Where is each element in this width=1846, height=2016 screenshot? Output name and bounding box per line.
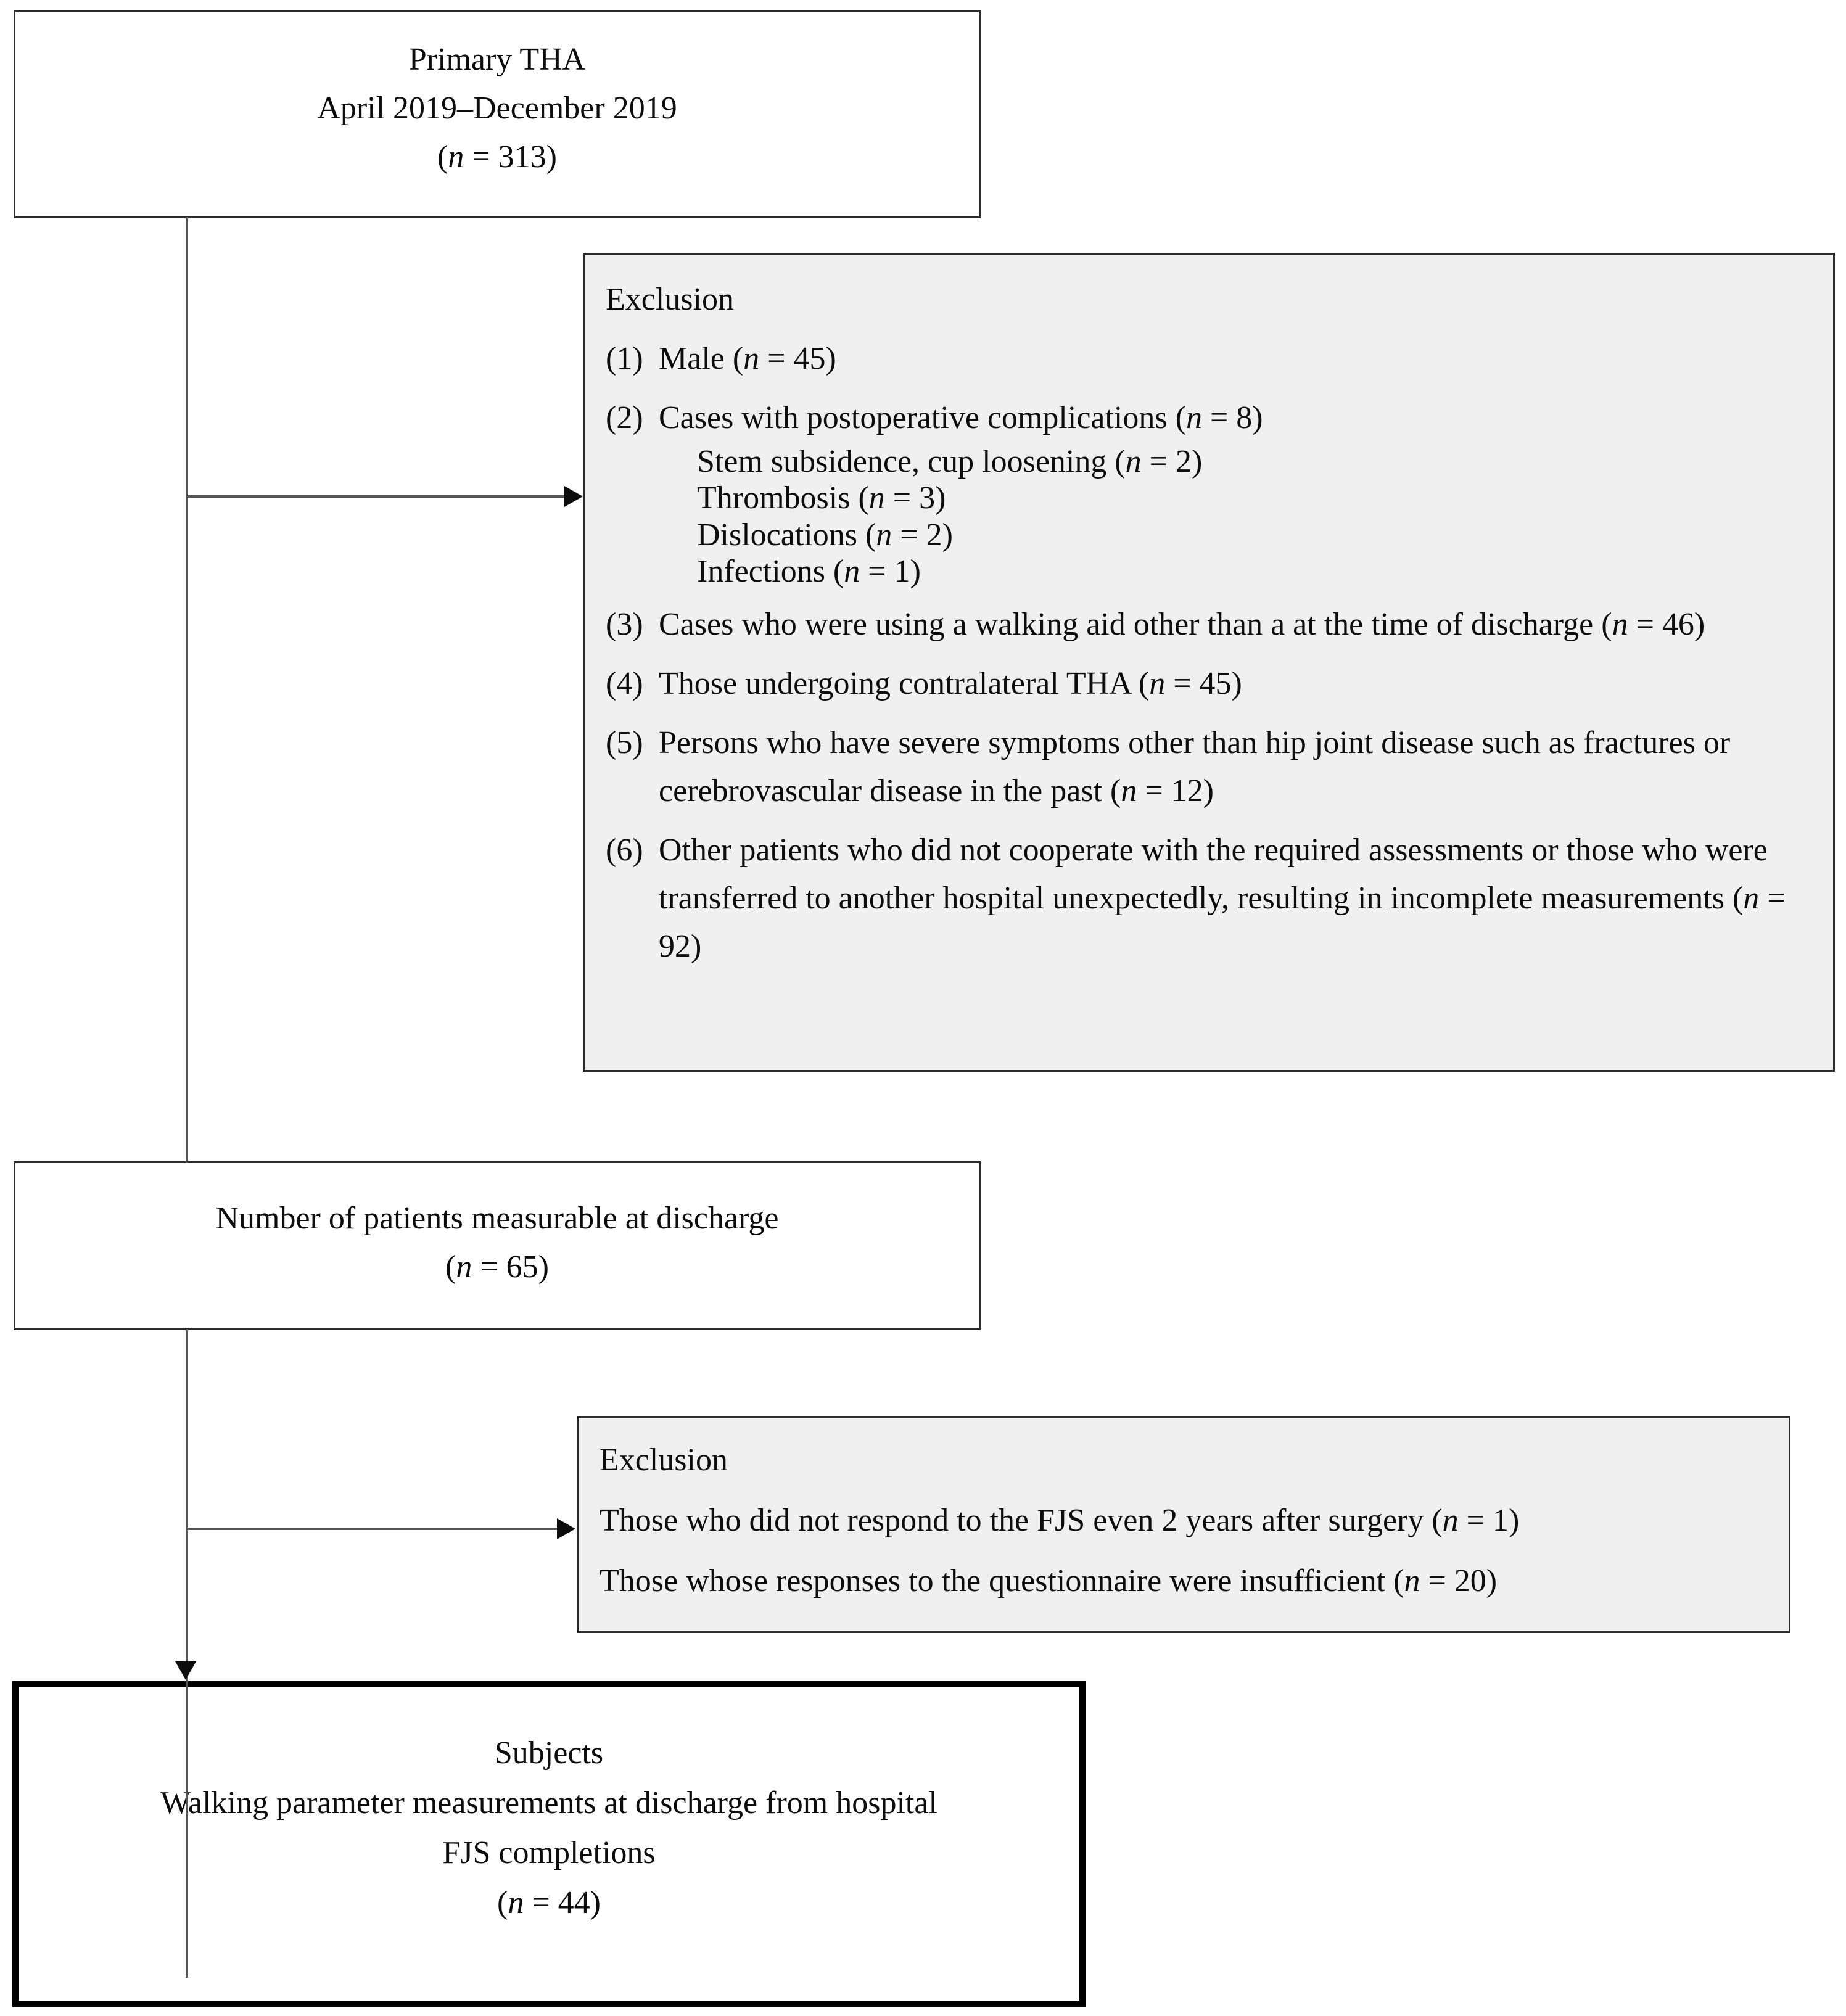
exclusion-subitem-stem-subsidence: Stem subsidence, cup loosening (n = 2) bbox=[697, 443, 1812, 480]
node-primary-tha: Primary THA April 2019–December 2019 (n … bbox=[14, 10, 981, 218]
node-exclusion-second: Exclusion Those who did not respond to t… bbox=[577, 1416, 1790, 1633]
exclusion-item-3: (3) Cases who were using a walking aid ot… bbox=[606, 601, 1812, 649]
n-symbol: n bbox=[1149, 666, 1166, 702]
exclusion-item-6-marker: (6) bbox=[606, 833, 643, 868]
count-paren-open: ( bbox=[497, 1885, 508, 1921]
subitem-count: = 3) bbox=[884, 480, 946, 516]
exclusion-item-4-count: = 45) bbox=[1165, 666, 1242, 702]
count-value: = 65) bbox=[472, 1249, 549, 1285]
exclusion-item-2-count: = 8) bbox=[1201, 400, 1263, 435]
exclusion-item-4-marker: (4) bbox=[606, 666, 643, 702]
exclusion-item-6: (6) Other patients who did not cooperate … bbox=[606, 826, 1812, 971]
subjects-line-3: FJS completions bbox=[442, 1835, 656, 1871]
exclusion-item-2-text: Cases with postoperative complications ( bbox=[659, 400, 1186, 435]
exclusion-item-5-marker: (5) bbox=[606, 725, 643, 761]
row-count: = 1) bbox=[1458, 1503, 1520, 1538]
connector-primary-to-measurable bbox=[186, 217, 188, 1163]
exclusion-item-1-text: Male ( bbox=[659, 341, 744, 376]
count-value: = 44) bbox=[524, 1885, 601, 1921]
exclusion-item-1-marker: (1) bbox=[606, 341, 643, 376]
n-symbol: n bbox=[868, 480, 885, 516]
exclusion-first-heading: Exclusion bbox=[606, 282, 734, 317]
subitem-count: = 2) bbox=[1141, 444, 1203, 479]
exclusion-subitem-infections: Infections (n = 1) bbox=[697, 553, 1812, 590]
n-symbol: n bbox=[508, 1885, 524, 1921]
exclusion-item-3-marker: (3) bbox=[606, 607, 643, 643]
measurable-line-1: Number of patients measurable at dischar… bbox=[215, 1201, 779, 1236]
arrowhead-right-icon bbox=[557, 1518, 575, 1539]
exclusion-second-row-2: Those whose responses to the questionnai… bbox=[600, 1557, 1768, 1605]
subitem-text: Dislocations ( bbox=[697, 517, 876, 553]
n-symbol: n bbox=[1185, 400, 1202, 435]
subitem-text: Thrombosis ( bbox=[697, 480, 869, 516]
n-symbol: n bbox=[743, 341, 760, 376]
exclusion-item-1-count: = 45) bbox=[759, 341, 836, 376]
exclusion-item-5-count: = 12) bbox=[1137, 773, 1214, 809]
exclusion-item-6-count: = 92) bbox=[659, 881, 1786, 965]
subitem-count: = 2) bbox=[892, 517, 953, 553]
connector-measurable-to-subjects bbox=[186, 1329, 188, 1978]
node-measurable-at-discharge: Number of patients measurable at dischar… bbox=[14, 1161, 981, 1330]
n-symbol: n bbox=[1743, 881, 1760, 916]
count-paren-open: ( bbox=[437, 139, 448, 175]
n-symbol: n bbox=[448, 139, 464, 175]
n-symbol: n bbox=[876, 517, 892, 553]
subjects-count: (n = 44) bbox=[19, 1878, 1079, 1928]
primary-tha-count: (n = 313) bbox=[15, 133, 979, 181]
exclusion-second-heading: Exclusion bbox=[600, 1442, 728, 1478]
exclusion-item-6-text: Other patients who did not cooperate wit… bbox=[659, 833, 1768, 916]
exclusion-second-row-1: Those who did not respond to the FJS eve… bbox=[600, 1497, 1768, 1545]
n-symbol: n bbox=[844, 553, 860, 589]
exclusion-item-3-text: Cases who were using a walking aid other… bbox=[659, 607, 1612, 643]
count-paren-open: ( bbox=[445, 1249, 456, 1285]
exclusion-item-5: (5) Persons who have severe symptoms othe… bbox=[606, 719, 1812, 815]
measurable-count: (n = 65) bbox=[15, 1243, 979, 1291]
exclusion-item-2: (2) Cases with postoperative complication… bbox=[606, 394, 1812, 590]
row-count: = 20) bbox=[1420, 1563, 1498, 1598]
exclusion-item-5-text: Persons who have severe symptoms other t… bbox=[659, 725, 1731, 809]
connector-to-exclusion-second bbox=[186, 1528, 559, 1530]
exclusion-item-1: (1) Male (n = 45) bbox=[606, 335, 1812, 383]
exclusion-item-2-marker: (2) bbox=[606, 400, 643, 435]
primary-tha-line-2: April 2019–December 2019 bbox=[317, 91, 677, 126]
subitem-count: = 1) bbox=[860, 553, 921, 589]
n-symbol: n bbox=[456, 1249, 472, 1285]
primary-tha-line-1: Primary THA bbox=[408, 42, 586, 77]
exclusion-item-2-subitems: Stem subsidence, cup loosening (n = 2) T… bbox=[659, 443, 1812, 590]
exclusion-subitem-dislocations: Dislocations (n = 2) bbox=[697, 517, 1812, 553]
node-subjects: Subjects Walking parameter measurements … bbox=[12, 1681, 1086, 2007]
n-symbol: n bbox=[1442, 1503, 1459, 1538]
exclusion-item-4: (4) Those undergoing contralateral THA (n… bbox=[606, 660, 1812, 708]
subitem-text: Infections ( bbox=[697, 553, 844, 589]
subjects-line-2: Walking parameter measurements at discha… bbox=[160, 1785, 937, 1821]
exclusion-subitem-thrombosis: Thrombosis (n = 3) bbox=[697, 480, 1812, 516]
n-symbol: n bbox=[1404, 1563, 1420, 1598]
count-value: = 313) bbox=[464, 139, 557, 175]
n-symbol: n bbox=[1612, 607, 1628, 643]
n-symbol: n bbox=[1121, 773, 1137, 809]
subitem-text: Stem subsidence, cup loosening ( bbox=[697, 444, 1126, 479]
exclusion-item-3-count: = 46) bbox=[1628, 607, 1705, 643]
row-text: Those who did not respond to the FJS eve… bbox=[600, 1503, 1443, 1538]
exclusion-item-4-text: Those undergoing contralateral THA ( bbox=[659, 666, 1150, 702]
arrowhead-down-icon bbox=[175, 1661, 196, 1680]
n-symbol: n bbox=[1125, 444, 1142, 479]
subjects-line-1: Subjects bbox=[494, 1735, 604, 1771]
arrowhead-right-icon bbox=[564, 486, 583, 507]
node-exclusion-first: Exclusion (1)Male (n = 45) (2)Cases with… bbox=[583, 253, 1835, 1072]
connector-to-exclusion-first bbox=[186, 495, 567, 498]
row-text: Those whose responses to the questionnai… bbox=[600, 1563, 1404, 1598]
